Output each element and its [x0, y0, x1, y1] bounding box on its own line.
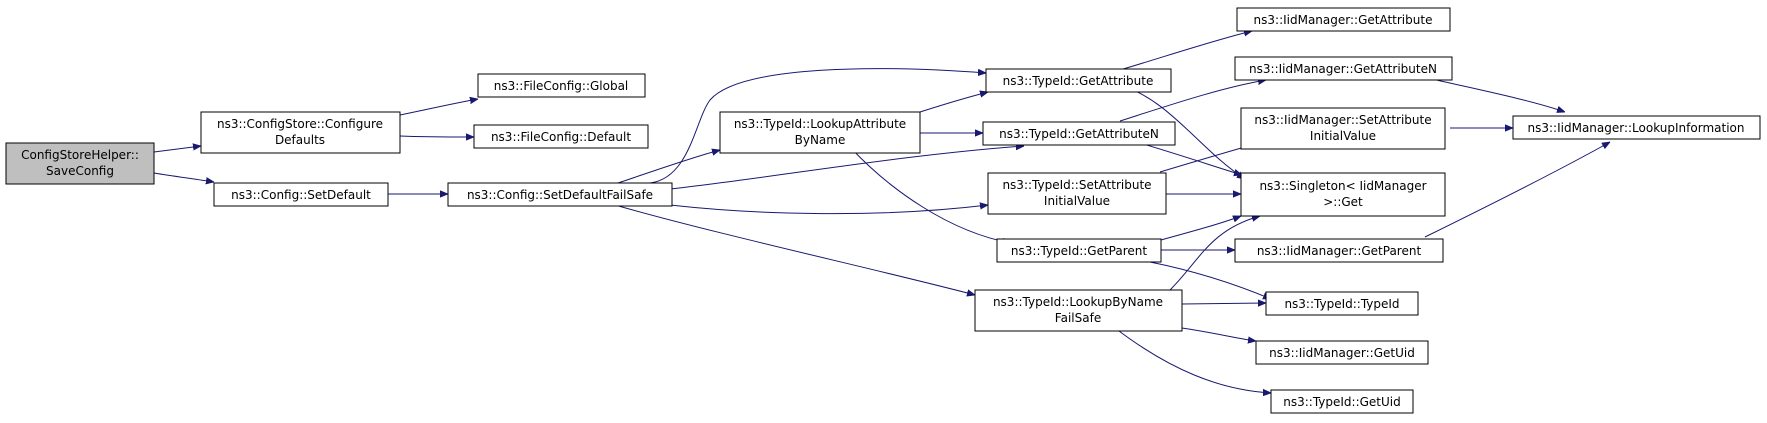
edge-lookup-attr-byname-to-get-parent [849, 146, 1011, 243]
node-label-line: ByName [795, 133, 846, 147]
node-label-line: ns3::TypeId::SetAttribute [1002, 178, 1151, 192]
node-typeid-lookup-byname-failsafe[interactable]: ns3::TypeId::LookupByName FailSafe [974, 289, 1183, 332]
node-typeid-typeid[interactable]: ns3::TypeId::TypeId [1265, 291, 1419, 316]
edge-iid-get-parent-to-lookup-info [1424, 142, 1610, 238]
node-label-line: FailSafe [1055, 311, 1101, 325]
node-label-line: InitialValue [1044, 194, 1110, 208]
node-iidmanager-get-attribute-n[interactable]: ns3::IidManager::GetAttributeN [1234, 56, 1453, 81]
node-fileconfig-default[interactable]: ns3::FileConfig::Default [473, 124, 649, 149]
edge-configure-defaults-to-fileconfig-global [399, 99, 478, 116]
edge-lookup-byname-failsafe-to-typeid-get-uid [1114, 327, 1271, 393]
node-label-line: ns3::IidManager::GetAttributeN [1249, 62, 1437, 76]
edge-failsafe-to-lookup-byname-failsafe [614, 204, 975, 295]
node-typeid-lookup-attribute-byname[interactable]: ns3::TypeId::LookupAttribute ByName [719, 111, 921, 154]
node-label-line: ns3::FileConfig::Default [491, 130, 631, 144]
node-label-line: ns3::IidManager::GetParent [1257, 244, 1422, 258]
node-iidmanager-get-attribute[interactable]: ns3::IidManager::GetAttribute [1236, 7, 1451, 32]
edge-get-attribute-n-to-singleton [1139, 142, 1242, 175]
edges [153, 31, 1610, 393]
node-label-line: ns3::Config::SetDefaultFailSafe [467, 188, 653, 202]
node-typeid-get-attribute-n[interactable]: ns3::TypeId::GetAttributeN [982, 121, 1176, 146]
node-iidmanager-lookup-information[interactable]: ns3::IidManager::LookupInformation [1512, 115, 1761, 140]
node-fileconfig-global[interactable]: ns3::FileConfig::Global [477, 73, 646, 98]
node-label-line: ns3::TypeId::LookupAttribute [734, 117, 906, 131]
node-label-line: >::Get [1323, 195, 1363, 209]
node-iidmanager-set-attribute-initial-value[interactable]: ns3::IidManager::SetAttribute InitialVal… [1240, 107, 1446, 150]
edge-failsafe-to-lookup-attr-byname [617, 150, 720, 184]
node-label-line: Defaults [275, 133, 325, 147]
node-label-line: ns3::Singleton< IidManager [1259, 179, 1426, 193]
node-typeid-set-attribute-initial-value[interactable]: ns3::TypeId::SetAttribute InitialValue [987, 172, 1167, 215]
node-typeid-get-parent[interactable]: ns3::TypeId::GetParent [996, 238, 1162, 263]
edge-get-parent-to-singleton [1149, 216, 1241, 244]
edge-failsafe-to-typeid-get-attribute-n [669, 146, 1024, 190]
edge-get-attribute-n-to-iid-get-attribute-n [1119, 80, 1266, 122]
node-config-set-default[interactable]: ns3::Config::SetDefault [213, 182, 389, 207]
edge-configure-defaults-to-fileconfig-default [399, 136, 474, 137]
node-label-line: ns3::TypeId::LookupByName [993, 295, 1163, 309]
edge-lookup-byname-failsafe-to-typeid-typeid [1181, 303, 1266, 304]
node-label-line: ns3::IidManager::GetUid [1269, 346, 1415, 360]
node-singleton-iidmanager-get[interactable]: ns3::Singleton< IidManager >::Get [1240, 172, 1446, 217]
edge-lookup-byname-failsafe-to-singleton [1169, 216, 1260, 291]
node-iidmanager-get-uid[interactable]: ns3::IidManager::GetUid [1255, 340, 1429, 365]
edge-lookup-attr-byname-to-get-attribute [919, 92, 988, 113]
node-typeid-get-uid[interactable]: ns3::TypeId::GetUid [1270, 389, 1414, 414]
node-label-line: ns3::TypeId::GetParent [1011, 244, 1147, 258]
edge-root-to-configure-defaults [153, 146, 201, 153]
node-configure-defaults[interactable]: ns3::ConfigStore::Configure Defaults [200, 111, 401, 154]
node-config-set-default-failsafe[interactable]: ns3::Config::SetDefaultFailSafe [447, 182, 673, 207]
node-label-line: SaveConfig [46, 164, 114, 178]
node-label-line: ns3::TypeId::TypeId [1284, 297, 1399, 311]
node-label-line: ns3::IidManager::GetAttribute [1254, 13, 1433, 27]
node-label-line: ns3::TypeId::GetAttribute [1003, 74, 1154, 88]
node-typeid-get-attribute[interactable]: ns3::TypeId::GetAttribute [985, 68, 1172, 93]
node-iidmanager-get-parent[interactable]: ns3::IidManager::GetParent [1234, 238, 1444, 263]
edge-iid-get-attribute-n-to-lookup-info [1431, 78, 1565, 112]
edge-get-attribute-to-iid-get-attribute [1119, 31, 1252, 71]
node-label-line: ns3::IidManager::SetAttribute [1254, 113, 1431, 127]
nodes: ConfigStoreHelper:: SaveConfig ns3::Conf… [5, 7, 1761, 414]
node-label-line: ns3::TypeId::GetAttributeN [999, 127, 1159, 141]
edge-lookup-byname-failsafe-to-iid-get-uid [1181, 327, 1256, 341]
node-label-line: ns3::IidManager::LookupInformation [1528, 121, 1745, 135]
node-label-line: ns3::Config::SetDefault [231, 188, 371, 202]
edge-get-parent-to-typeid-typeid [1149, 261, 1271, 300]
node-label-line: InitialValue [1310, 129, 1376, 143]
edge-root-to-set-default [153, 172, 214, 182]
edge-failsafe-to-typeid-set-attr-initial [669, 205, 988, 215]
node-label-line: ns3::ConfigStore::Configure [217, 117, 383, 131]
node-label-line: ns3::FileConfig::Global [494, 79, 629, 93]
node-config-store-helper-save-config[interactable]: ConfigStoreHelper:: SaveConfig [5, 142, 155, 185]
edge-failsafe-to-typeid-get-attribute [649, 68, 986, 184]
node-label-line: ConfigStoreHelper:: [21, 148, 139, 162]
node-label-line: ns3::TypeId::GetUid [1283, 395, 1401, 409]
